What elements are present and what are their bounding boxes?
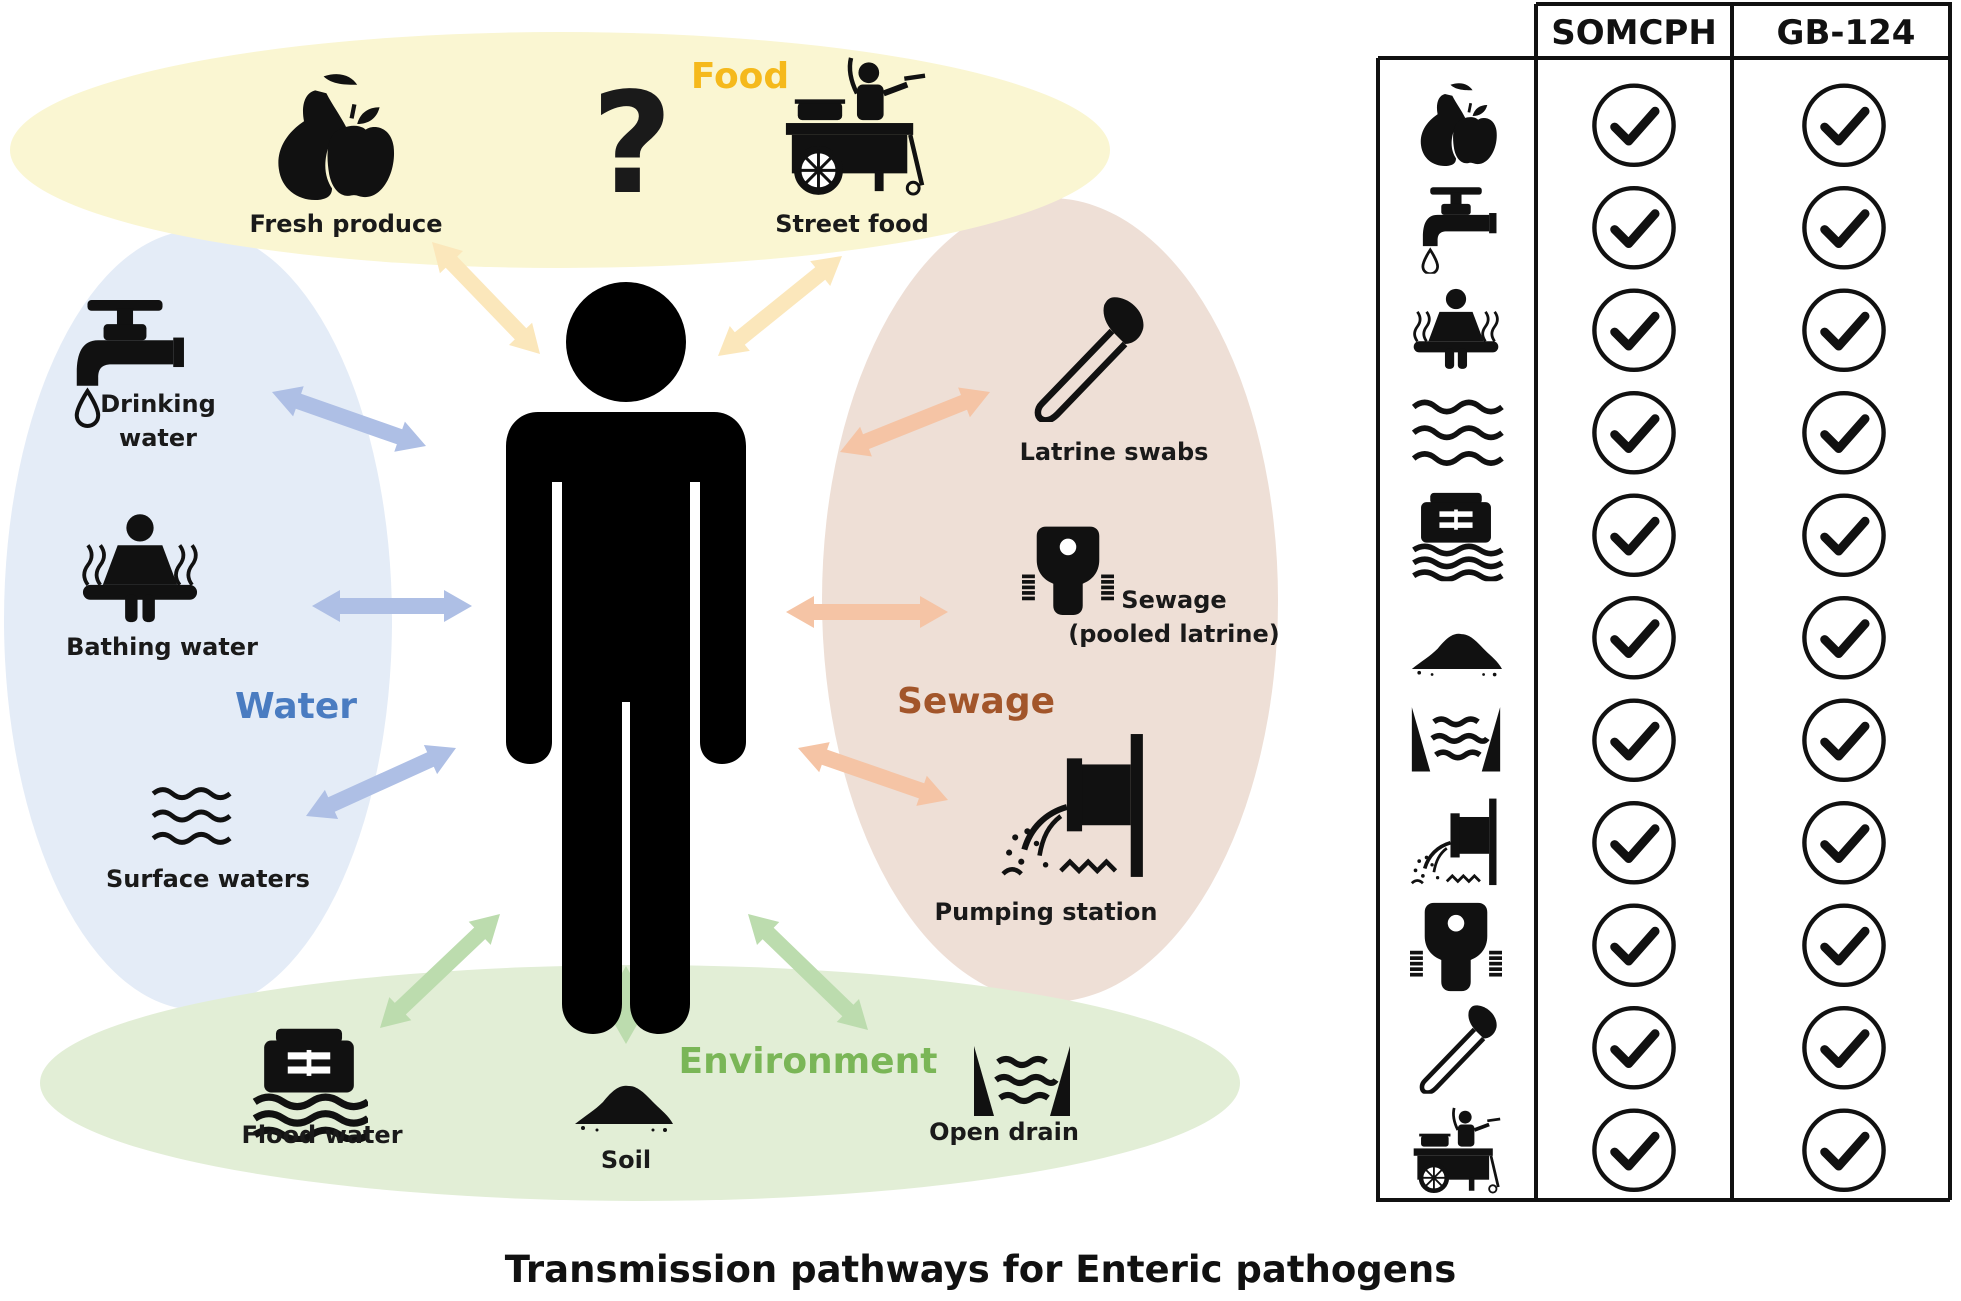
table-column-divider (1534, 4, 1734, 1200)
human-figure-icon (506, 282, 746, 1034)
unknown-question-mark: ? (591, 63, 672, 226)
label-fresh-produce: Fresh produce (250, 210, 443, 238)
label-pumping-station: Pumping station (935, 898, 1158, 926)
table-row (1421, 185, 1884, 274)
check-icon-gb124 (1804, 496, 1883, 575)
table-row (1414, 493, 1884, 579)
check-icon-gb124 (1804, 803, 1883, 882)
arrow-pumping-station (798, 742, 948, 806)
label-flood-water: Flood water (241, 1121, 402, 1149)
table-row (1414, 393, 1884, 472)
label-bathing-water: Bathing water (66, 633, 258, 661)
arrow-latrine-swabs (840, 387, 990, 457)
group-title-food: Food (691, 56, 789, 97)
check-icon-somcph (1594, 188, 1673, 267)
check-icon-somcph (1594, 496, 1673, 575)
check-icon-somcph (1594, 598, 1673, 677)
detection-table: SOMCPH GB-124 (1376, 2, 1952, 1202)
check-icon-somcph (1594, 1008, 1673, 1087)
soil-icon (1411, 633, 1502, 677)
group-title-water: Water (235, 686, 357, 727)
label-drinking-water-line2: water (119, 424, 197, 452)
check-icon-somcph (1594, 393, 1673, 472)
table-row (1410, 902, 1884, 992)
table-row (1411, 598, 1884, 677)
table-row (1412, 701, 1884, 780)
check-icon-gb124 (1804, 291, 1883, 370)
check-icon-somcph (1594, 701, 1673, 780)
fresh-produce-icon (1418, 81, 1499, 168)
open-drain-icon (1412, 707, 1500, 771)
column-header-somcph: SOMCPH (1551, 13, 1717, 53)
latrine-swab-icon (1422, 1005, 1497, 1092)
arrow-street-food (718, 256, 842, 356)
label-street-food: Street food (775, 210, 929, 238)
check-icon-somcph (1594, 291, 1673, 370)
arrow-open-drain (748, 914, 868, 1030)
pumping-station-icon (1412, 799, 1497, 885)
check-icon-gb124 (1804, 86, 1883, 165)
check-icon-gb124 (1804, 393, 1883, 472)
surface-waters-icon (1414, 402, 1502, 463)
arrow-sewage (786, 596, 948, 628)
flood-water-icon (1414, 493, 1502, 579)
check-icon-somcph (1594, 86, 1673, 165)
arrow-bathing-water (312, 590, 472, 622)
table-row (1418, 81, 1884, 168)
bathing-water-icon (1411, 286, 1501, 371)
arrow-fresh-produce (432, 242, 540, 354)
water-region (4, 230, 392, 1010)
label-surface-waters: Surface waters (106, 865, 310, 893)
arrow-surface-waters (306, 745, 456, 819)
label-sewage-line1: Sewage (1121, 586, 1226, 614)
label-open-drain: Open drain (929, 1118, 1079, 1146)
check-icon-gb124 (1804, 1111, 1883, 1190)
street-food-icon (1414, 1108, 1500, 1193)
figure-caption: Transmission pathways for Enteric pathog… (504, 1248, 1457, 1291)
sewage-latrine-icon (1410, 902, 1502, 992)
group-title-environment: Environment (679, 1041, 938, 1082)
check-icon-somcph (1594, 906, 1673, 985)
label-sewage-line2: (pooled latrine) (1068, 620, 1279, 648)
food-region (10, 32, 1110, 268)
environment-region (40, 965, 1240, 1201)
group-title-sewage: Sewage (897, 681, 1055, 722)
check-icon-gb124 (1804, 701, 1883, 780)
check-icon-gb124 (1804, 906, 1883, 985)
table-row (1412, 799, 1884, 885)
check-icon-somcph (1594, 1111, 1673, 1190)
check-icon-somcph (1594, 803, 1673, 882)
table-row (1411, 286, 1884, 371)
table-row (1414, 1108, 1884, 1193)
label-drinking-water-line1: Drinking (100, 390, 216, 418)
arrow-flood-water (380, 914, 500, 1028)
check-icon-gb124 (1804, 1008, 1883, 1087)
arrow-drinking-water (272, 386, 426, 452)
column-header-gb124: GB-124 (1777, 13, 1916, 53)
table-border (1376, 2, 1952, 1202)
table-row (1422, 1005, 1884, 1092)
drinking-water-tap-icon (1421, 185, 1499, 274)
check-icon-gb124 (1804, 188, 1883, 267)
check-icon-gb124 (1804, 598, 1883, 677)
label-soil: Soil (601, 1146, 651, 1174)
label-latrine-swabs: Latrine swabs (1020, 438, 1209, 466)
